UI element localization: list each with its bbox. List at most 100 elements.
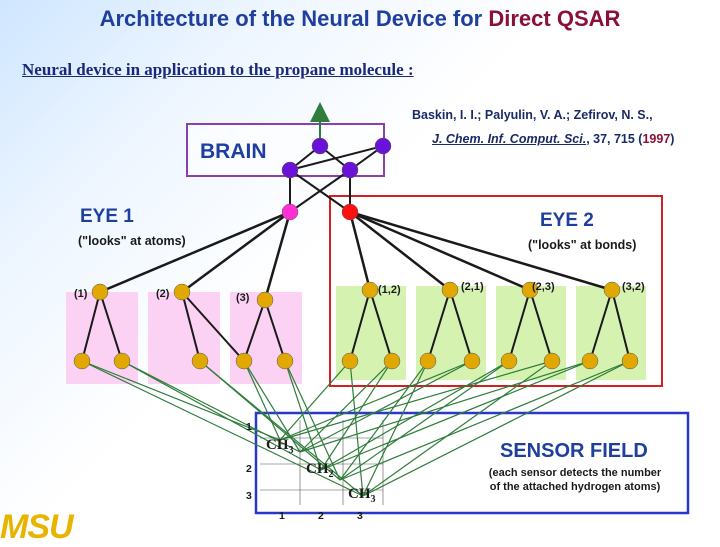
sensor-link: [284, 360, 341, 481]
eye2-leaf-link: [508, 289, 531, 362]
eye-sub-neuron: [521, 281, 539, 299]
eye1-label: EYE 1: [80, 206, 134, 227]
reference-close: ): [670, 132, 675, 146]
sensor-neuron: [419, 352, 437, 370]
eye2-panel-label: (1,2): [378, 284, 401, 296]
hidden-neuron: [281, 161, 299, 179]
sensor-link: [284, 360, 322, 471]
brain-neuron: [311, 137, 329, 155]
eye2-panel-label: (2,1): [461, 281, 484, 293]
sensor-desc-line1: (each sensor detects the number: [488, 467, 662, 479]
sensor-neuron: [235, 352, 253, 370]
sensor-neuron: [276, 352, 294, 370]
sensor-link: [299, 360, 473, 453]
eye2-panel-label: (2,3): [532, 281, 555, 293]
sensor-link: [279, 360, 473, 441]
brain-link: [289, 145, 384, 171]
sensor-link: [121, 360, 301, 453]
eye1-neuron: [281, 203, 299, 221]
reference-journal: J. Chem. Inf. Comput. Sci.: [432, 132, 587, 146]
sensor-link: [339, 360, 510, 481]
eye1-panel-label: (2): [156, 288, 170, 300]
eye2-panel-label: (3,2): [622, 281, 645, 293]
sensor-neuron: [621, 352, 639, 370]
sensor-neuron: [113, 352, 131, 370]
sensor-link: [299, 360, 393, 453]
page-title: Architecture of the Neural Device for Di…: [0, 6, 720, 32]
sensor-neuron: [463, 352, 481, 370]
eye1-leaf-link: [81, 291, 101, 362]
eye2-leaf-link: [529, 289, 553, 362]
grid-col-label: 2: [318, 510, 324, 522]
sensor-link: [349, 360, 364, 497]
eye-sub-neuron: [603, 281, 621, 299]
eye2-region: [329, 195, 663, 387]
brain-label: BRAIN: [200, 140, 267, 163]
sensor-link: [279, 360, 351, 441]
eye1-fan-link: [263, 211, 292, 301]
title-main: Architecture of the Neural Device for: [99, 6, 483, 31]
sensor-neuron: [543, 352, 561, 370]
grid-row-label: 3: [246, 490, 252, 502]
eye1-leaf-link: [99, 291, 123, 362]
sensor-link: [362, 360, 553, 497]
eye1-leaf-link: [181, 291, 245, 362]
reference-citation: J. Chem. Inf. Comput. Sci., 37, 715 (199…: [432, 132, 674, 146]
sensor-link: [320, 360, 591, 471]
brain-eye1-link: [289, 169, 351, 213]
eye2-leaf-link: [449, 289, 473, 362]
sensor-neuron: [341, 352, 359, 370]
eye1-panel-label: (3): [236, 292, 250, 304]
eye1-leaf-link: [181, 291, 201, 362]
reference-volume-pages: , 37, 715 (: [586, 132, 643, 146]
sensor-link: [243, 360, 281, 441]
eye-sub-neuron: [173, 283, 191, 301]
sensor-neuron: [581, 352, 599, 370]
eye-sub-neuron: [361, 281, 379, 299]
grid-row-label: 2: [246, 463, 252, 475]
eye2-leaf-link: [369, 289, 393, 362]
subtitle: Neural device in application to the prop…: [22, 60, 414, 79]
eye1-sublabel: ("looks" at atoms): [78, 234, 186, 248]
sensor-link: [279, 360, 553, 441]
molecule-group-1: CH3: [266, 437, 294, 456]
sensor-field-label: SENSOR FIELD: [500, 440, 648, 462]
brain-neuron: [374, 137, 392, 155]
eye1-leaf-link: [243, 299, 266, 362]
eye2-fan-link: [349, 210, 613, 292]
eye1-leaf-link: [264, 299, 286, 362]
sensor-link: [362, 360, 631, 497]
molecule-group-2: CH2: [306, 461, 334, 480]
sensor-link: [121, 360, 322, 471]
eye2-fan-link: [349, 210, 531, 292]
grid-col-label: 1: [279, 510, 285, 522]
sensor-link: [199, 360, 341, 481]
title-accent: Direct QSAR: [488, 6, 621, 31]
sensor-neuron: [73, 352, 91, 370]
grid-col-label: 3: [357, 510, 363, 522]
eye2-label: EYE 2: [540, 210, 594, 231]
sensor-link: [81, 360, 364, 497]
eye1-panel-2: [148, 292, 220, 384]
eye2-fan-link: [348, 211, 372, 291]
sensor-desc-line2: of the attached hydrogen atoms): [489, 481, 661, 493]
eye2-leaf-link: [427, 289, 451, 362]
sensor-link: [339, 360, 631, 481]
eye-sub-neuron: [256, 291, 274, 309]
sensor-neuron: [500, 352, 518, 370]
reference-year: 1997: [642, 132, 671, 146]
eye1-fan-link: [181, 210, 291, 294]
eye1-panel-label: (1): [74, 288, 88, 300]
sensor-field-description: (each sensor detects the number of the a…: [440, 466, 710, 494]
eye-sub-neuron: [91, 283, 109, 301]
eye2-leaf-link: [611, 289, 631, 362]
grid-row-label: 1: [246, 421, 252, 433]
hidden-neuron: [341, 161, 359, 179]
sensor-neuron: [191, 352, 209, 370]
eye2-leaf-link: [349, 289, 371, 362]
msu-logo: MSU: [0, 508, 74, 546]
sensor-field-box: [254, 411, 690, 515]
sensor-link: [81, 360, 281, 441]
eye2-fan-link: [349, 211, 451, 291]
sensor-neuron: [383, 352, 401, 370]
